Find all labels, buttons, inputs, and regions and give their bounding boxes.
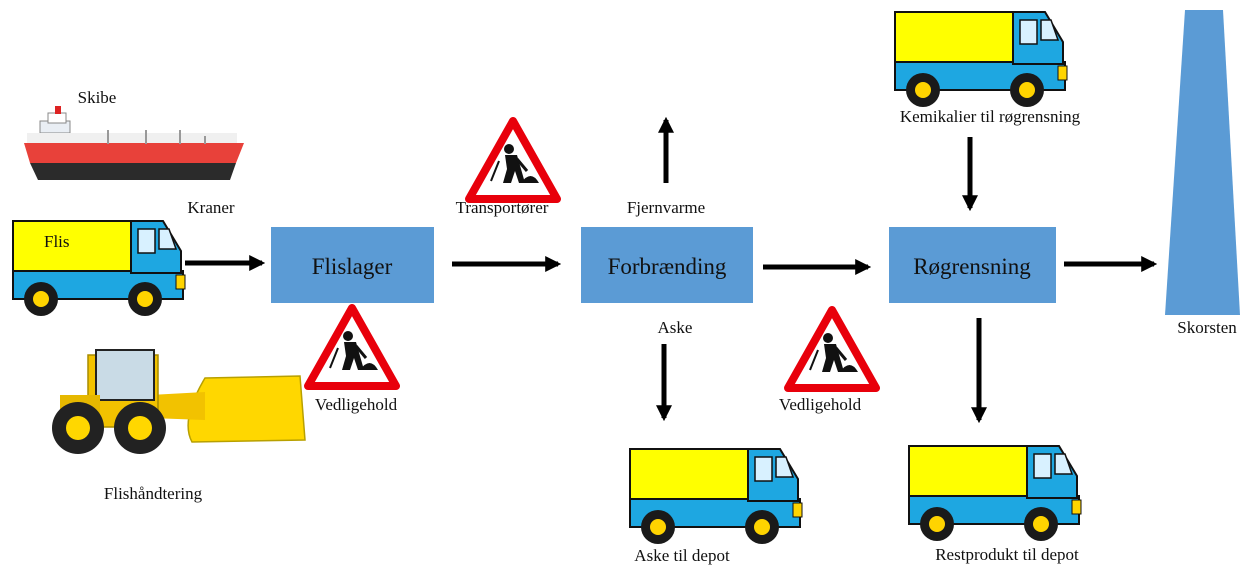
rogrensning-label: Røgrensning [913,254,1031,279]
aske-til-depot-label: Aske til depot [634,546,730,565]
flis-truck-label: Flis [44,232,70,251]
wheel-loader-icon [52,349,306,454]
flislager-label: Flislager [312,254,393,279]
fjernvarme-label: Fjernvarme [627,198,705,217]
vedligehold-1-label: Vedligehold [315,395,398,414]
aske-label: Aske [658,318,693,337]
warning-sign-transport-icon [469,121,557,199]
chimney-icon [1165,10,1240,315]
forbraending-label: Forbrænding [608,254,727,279]
restprodukt-label: Restprodukt til depot [935,545,1079,564]
vedligehold-2-label: Vedligehold [779,395,862,414]
skorsten-label: Skorsten [1177,318,1237,337]
aske-truck-icon [629,448,803,545]
flow-arrows [185,116,1158,424]
forbraending-box [581,227,753,303]
warning-sign-flislager-icon [308,308,396,386]
flishandtering-label: Flishåndtering [104,484,203,503]
transportorer-label: Transportører [456,198,549,217]
ship-icon [24,106,244,180]
skibe-label: Skibe [78,88,117,107]
warning-sign-forbraending-icon [788,310,876,388]
kemikalier-truck-icon [894,11,1068,108]
flislager-box [271,227,434,303]
kemikalier-label: Kemikalier til røgrensning [900,107,1081,126]
kraner-label: Kraner [187,198,235,217]
rogrensning-box [889,227,1056,303]
restprodukt-truck-icon [908,445,1082,542]
flis-truck-icon [12,220,186,317]
